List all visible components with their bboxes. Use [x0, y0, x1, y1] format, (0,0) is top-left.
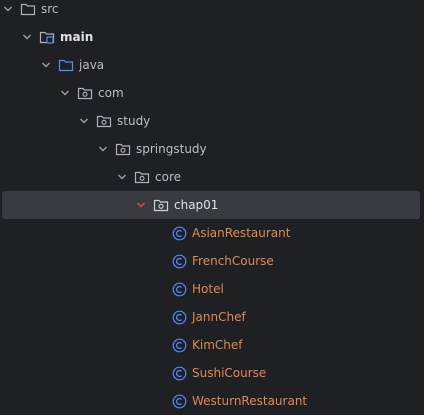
- source-root-folder-icon: [39, 29, 55, 45]
- tree-node-springstudy[interactable]: springstudy: [0, 135, 424, 163]
- tree-node-label: KimChef: [192, 338, 243, 352]
- tree-node-study[interactable]: study: [0, 107, 424, 135]
- tree-node-label: chap01: [174, 198, 219, 212]
- tree-node-class[interactable]: WesturnRestaurant: [0, 387, 424, 415]
- chevron-down-icon[interactable]: [78, 115, 90, 127]
- tree-node-label: src: [41, 2, 59, 16]
- tree-node-label: WesturnRestaurant: [192, 394, 308, 408]
- tree-node-class[interactable]: SushiCourse: [0, 359, 424, 387]
- package-icon: [153, 197, 169, 213]
- folder-icon: [20, 1, 36, 17]
- class-icon: [171, 337, 187, 353]
- tree-node-chap01[interactable]: chap01: [2, 191, 420, 219]
- package-icon: [134, 169, 150, 185]
- tree-node-label: AsianRestaurant: [192, 226, 291, 240]
- tree-node-label: main: [60, 30, 94, 44]
- chevron-down-icon[interactable]: [135, 199, 147, 211]
- tree-node-label: FrenchCourse: [192, 254, 274, 268]
- chevron-down-icon[interactable]: [21, 31, 33, 43]
- class-icon: [171, 393, 187, 409]
- tree-node-label: study: [117, 114, 151, 128]
- class-icon: [171, 309, 187, 325]
- class-icon: [171, 365, 187, 381]
- package-icon: [77, 85, 93, 101]
- tree-node-class[interactable]: Hotel: [0, 275, 424, 303]
- tree-node-java[interactable]: java: [0, 51, 424, 79]
- tree-node-label: core: [155, 170, 181, 184]
- tree-node-label: SushiCourse: [192, 366, 267, 380]
- chevron-down-icon[interactable]: [40, 59, 52, 71]
- tree-node-label: springstudy: [136, 142, 207, 156]
- tree-node-main[interactable]: main: [0, 23, 424, 51]
- tree-node-src[interactable]: src: [0, 0, 424, 23]
- chevron-down-icon[interactable]: [97, 143, 109, 155]
- class-icon: [171, 281, 187, 297]
- tree-node-label: java: [79, 58, 105, 72]
- tree-node-core[interactable]: core: [0, 163, 424, 191]
- tree-node-class[interactable]: FrenchCourse: [0, 247, 424, 275]
- tree-node-com[interactable]: com: [0, 79, 424, 107]
- tree-node-class[interactable]: JannChef: [0, 303, 424, 331]
- source-folder-icon: [58, 57, 74, 73]
- chevron-down-icon[interactable]: [59, 87, 71, 99]
- tree-node-label: JannChef: [192, 310, 246, 324]
- tree-node-class[interactable]: KimChef: [0, 331, 424, 359]
- class-icon: [171, 253, 187, 269]
- tree-node-label: Hotel: [192, 282, 224, 296]
- package-icon: [115, 141, 131, 157]
- chevron-down-icon[interactable]: [2, 3, 14, 15]
- class-icon: [171, 225, 187, 241]
- package-icon: [96, 113, 112, 129]
- chevron-down-icon[interactable]: [116, 171, 128, 183]
- tree-node-label: com: [98, 86, 124, 100]
- tree-node-class[interactable]: AsianRestaurant: [0, 219, 424, 247]
